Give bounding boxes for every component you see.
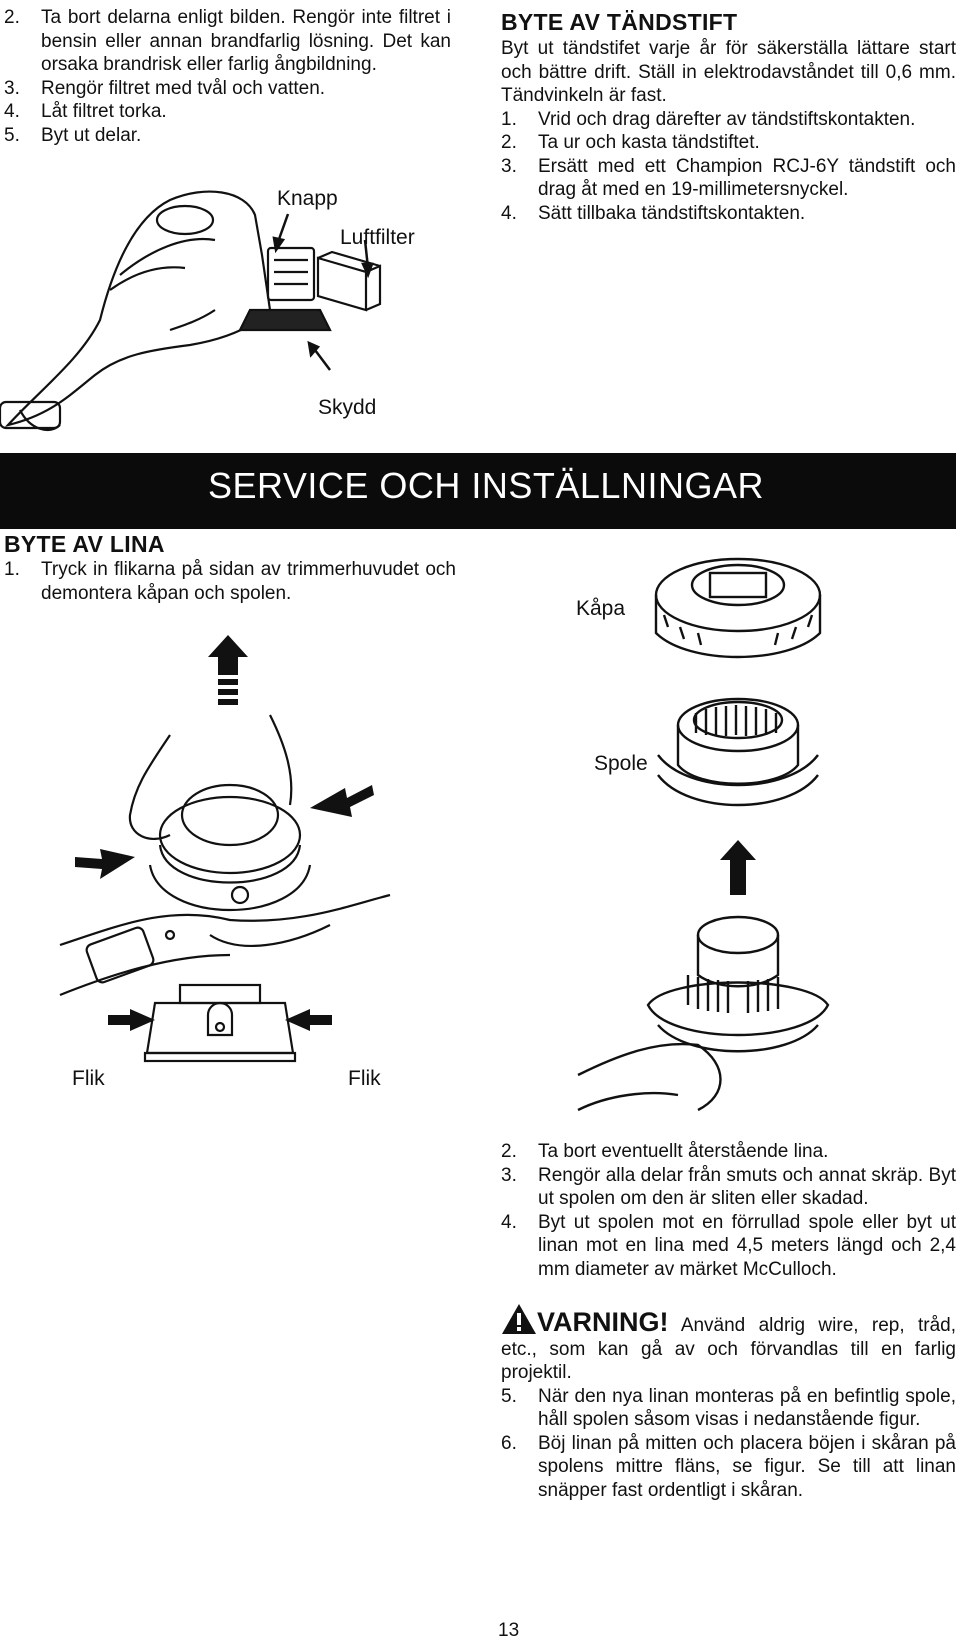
line-change-step: 5.När den nya linan monteras på en befin… xyxy=(501,1385,956,1431)
line-change-step: 2.Ta bort eventuellt återstående lina. xyxy=(501,1141,829,1162)
section-banner: SERVICE OCH INSTÄLLNINGAR xyxy=(0,453,956,529)
air-filter-step: 4.Låt filtret torka. xyxy=(4,101,167,122)
air-filter-step: 2.Ta bort delarna enligt bilden. Rengör … xyxy=(4,7,451,75)
flik-left-label: Flik xyxy=(72,1067,105,1090)
cap-removal-illustration xyxy=(59,635,391,1063)
spark-plug-step: 1.Vrid och drag därefter av tändstiftsko… xyxy=(501,108,916,130)
warning-icon xyxy=(502,1304,536,1334)
spole-label: Spole xyxy=(594,752,648,775)
warning-title: VARNING! xyxy=(537,1307,669,1337)
warning-block: VARNING! Använd aldrig wire, rep, tråd, … xyxy=(501,1303,956,1385)
flik-right-label: Flik xyxy=(348,1067,381,1090)
line-change-step: 3.Rengör alla delar från smuts och annat… xyxy=(501,1164,956,1210)
line-change-steps: 2.Ta bort eventuellt återstående lina. 3… xyxy=(501,1140,956,1281)
line-change-step1: 1.Tryck in flikarna på sidan av trimmerh… xyxy=(4,558,456,605)
spool-parts-illustration xyxy=(577,557,830,1112)
air-filter-illustration xyxy=(0,190,382,432)
skydd-label: Skydd xyxy=(318,396,377,419)
kapa-label: Kåpa xyxy=(576,597,626,620)
luftfilter-label: Luftfilter xyxy=(340,226,415,249)
line-change-step: 6.Böj linan på mitten och placera böjen … xyxy=(501,1432,956,1501)
spark-plug-step: 3.Ersätt med ett Champion RCJ-6Y tändsti… xyxy=(501,155,956,201)
spark-plug-steps: 1.Vrid och drag därefter av tändstiftsko… xyxy=(501,108,956,226)
spark-plug-step: 4.Sätt tillbaka tändstiftskontakten. xyxy=(501,202,806,224)
air-filter-steps: 2.Ta bort delarna enligt bilden. Rengör … xyxy=(4,6,451,147)
line-change-steps-block: 2.Ta bort eventuellt återstående lina. 3… xyxy=(501,1140,956,1502)
line-change-intro: BYTE AV LINA 1.Tryck in flikarna på sida… xyxy=(4,531,456,605)
air-filter-step: 3.Rengör filtret med tvål och vatten. xyxy=(4,77,326,99)
knapp-label: Knapp xyxy=(277,187,338,210)
spark-plug-intro: Byt ut tändstifet varje år för säkerstäl… xyxy=(501,38,956,106)
line-change-title: BYTE AV LINA xyxy=(4,531,165,557)
spark-plug-title: BYTE AV TÄNDSTIFT xyxy=(501,9,738,35)
spark-plug-step: 2.Ta ur och kasta tändstiftet. xyxy=(501,132,760,153)
line-change-step: 1.Tryck in flikarna på sidan av trimmerh… xyxy=(4,559,456,604)
air-filter-step: 5.Byt ut delar. xyxy=(4,124,142,146)
banner-title: SERVICE OCH INSTÄLLNINGAR xyxy=(208,465,764,506)
line-change-steps-after: 5.När den nya linan monteras på en befin… xyxy=(501,1385,956,1503)
warning-text: Använd aldrig wire, rep, tråd, etc., som… xyxy=(501,1315,956,1383)
spark-plug-section: BYTE AV TÄNDSTIFT Byt ut tändstifet varj… xyxy=(501,9,956,225)
page-number: 13 xyxy=(498,1620,520,1641)
line-change-step: 4.Byt ut spolen mot en förrullad spole e… xyxy=(501,1211,956,1280)
